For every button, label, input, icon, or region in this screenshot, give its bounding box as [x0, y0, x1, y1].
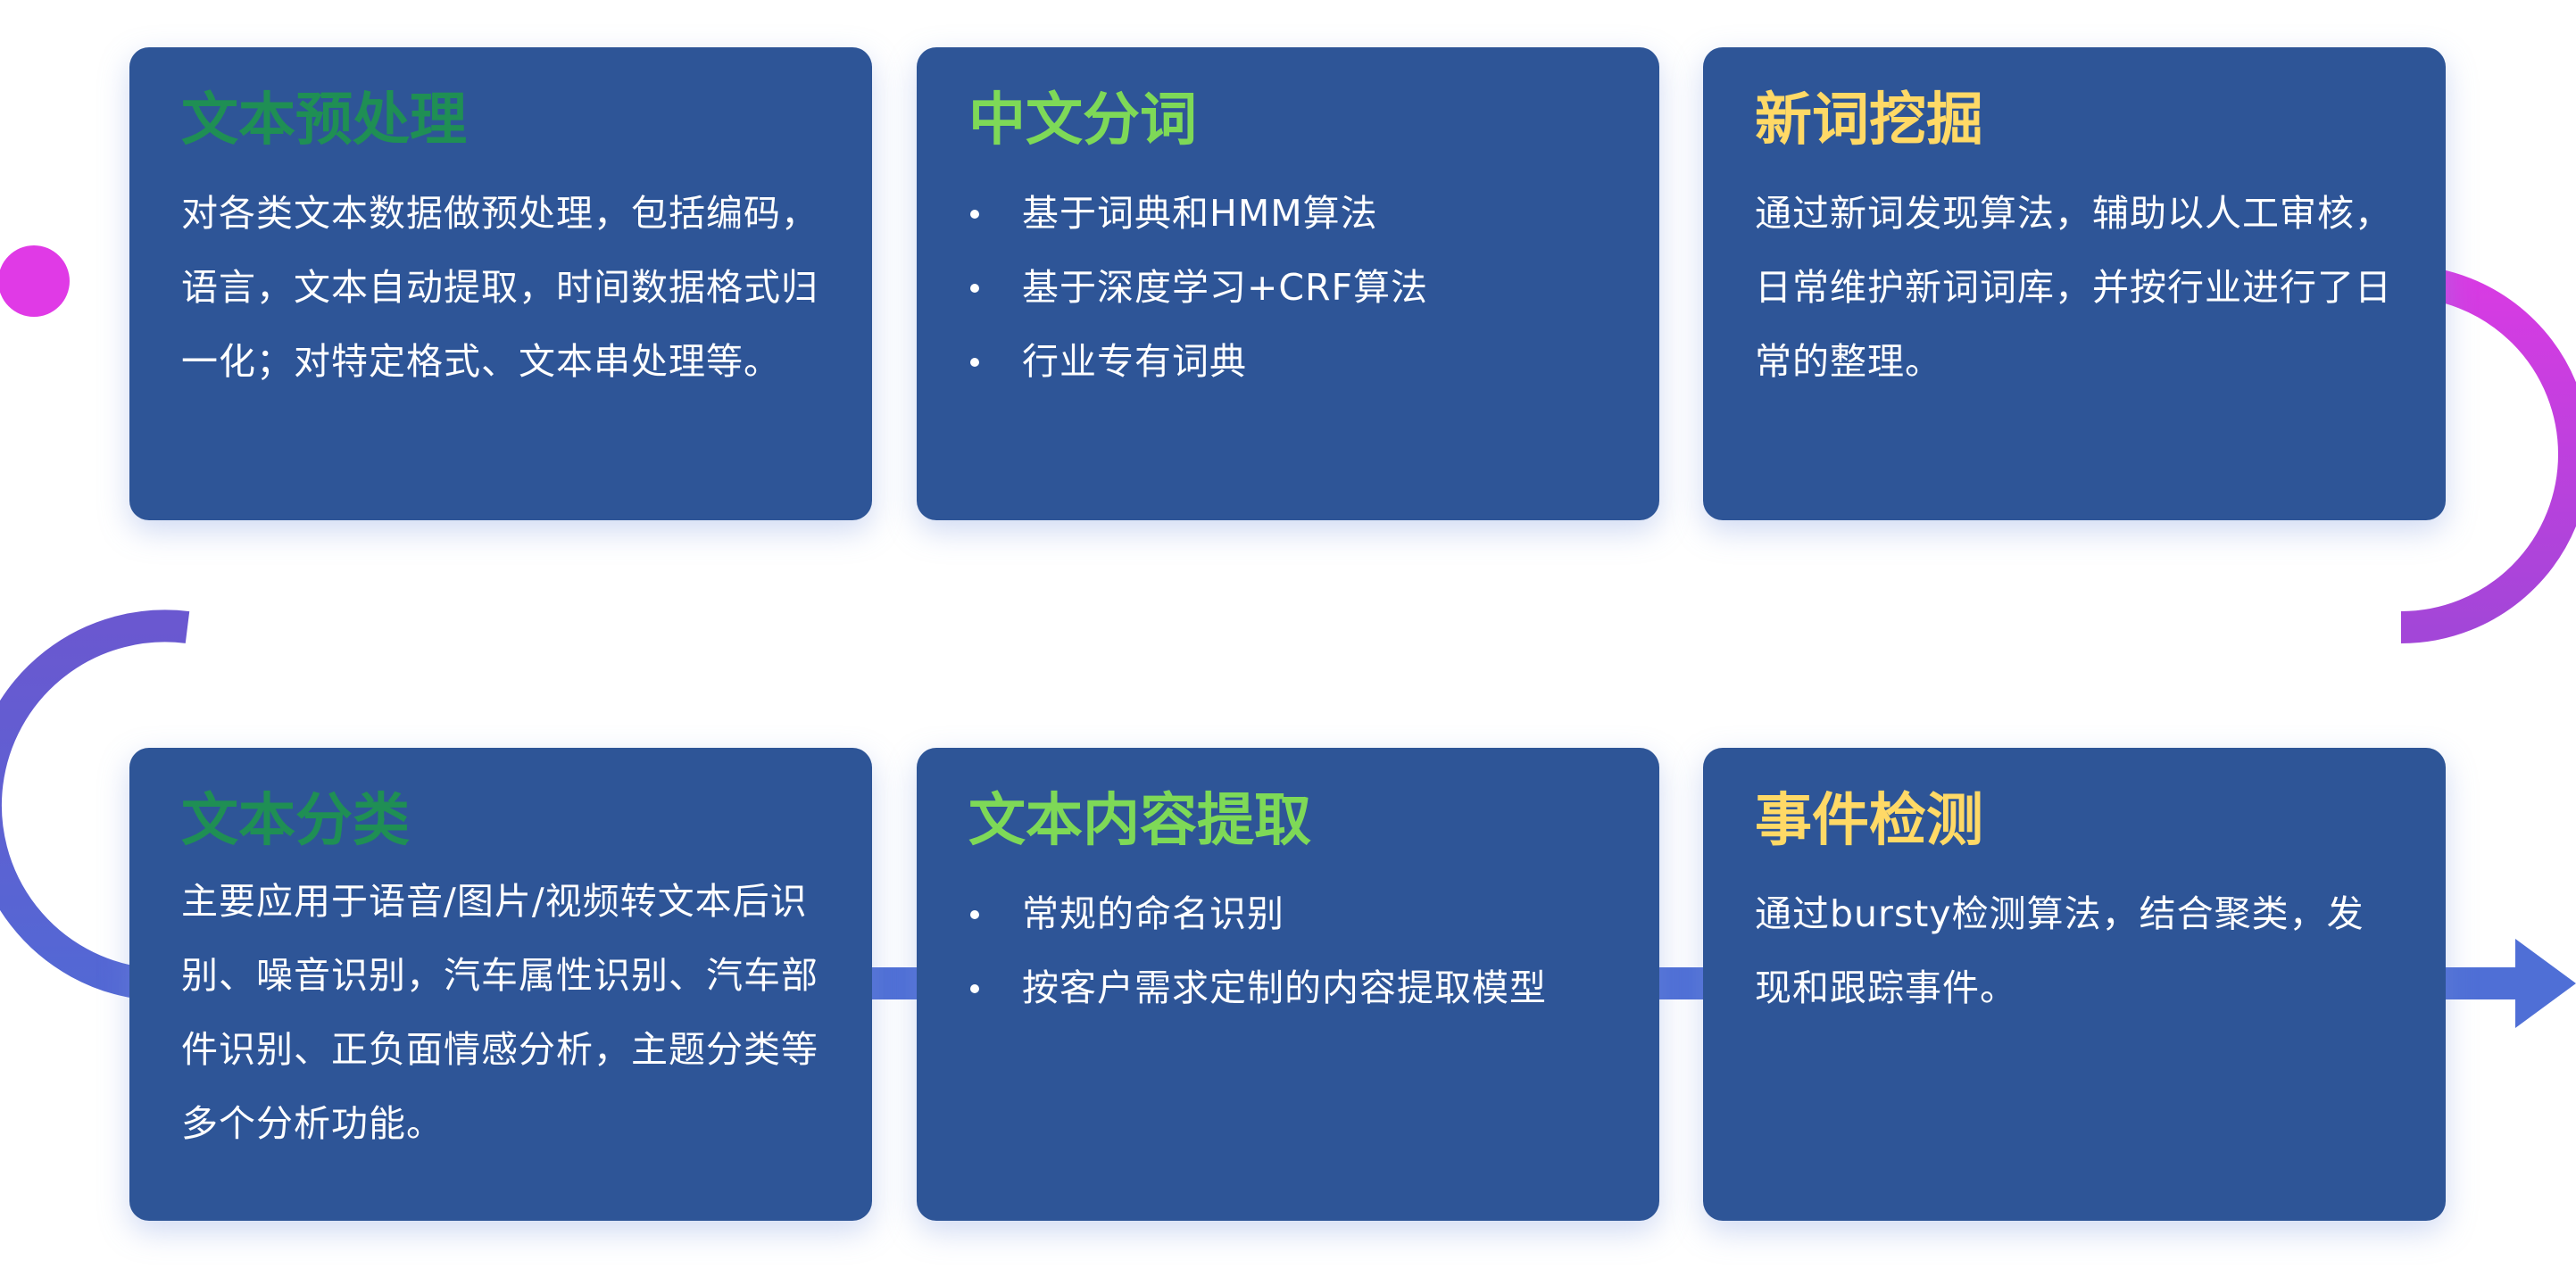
- step-description: 主要应用于语音/图片/视频转文本后识别、噪音识别，汽车属性识别、汽车部件识别、正…: [181, 879, 819, 1145]
- step-description: 通过新词发现算法，辅助以人工审核，日常维护新词词库，并按行业进行了日常的整理。: [1755, 191, 2392, 383]
- step-description: 通过bursty检测算法，结合聚类，发现和跟踪事件。: [1755, 891, 2364, 1009]
- step-title: 文本预处理: [181, 87, 467, 153]
- step-title: 文本内容提取: [968, 788, 1311, 854]
- step-card-text-classification: 文本分类 主要应用于语音/图片/视频转文本后识别、噪音识别，汽车属性识别、汽车部…: [129, 748, 872, 1221]
- step-title: 新词挖掘: [1755, 87, 1983, 153]
- bullet-item: 常规的命名识别: [968, 877, 1609, 951]
- path-segment-right-curve: [2400, 265, 2576, 643]
- step-title: 文本分类: [181, 788, 410, 854]
- step-title: 事件检测: [1755, 788, 1983, 854]
- step-card-chinese-segmentation: 中文分词 基于词典和HMM算法 基于深度学习+CRF算法 行业专有词典: [917, 47, 1659, 520]
- step-card-new-word-mining: 新词挖掘 通过新词发现算法，辅助以人工审核，日常维护新词词库，并按行业进行了日常…: [1703, 47, 2446, 520]
- bullet-item: 基于深度学习+CRF算法: [968, 251, 1609, 325]
- step-bullet-list: 基于词典和HMM算法 基于深度学习+CRF算法 行业专有词典: [968, 177, 1609, 399]
- bullet-item: 按客户需求定制的内容提取模型: [968, 951, 1609, 1025]
- step-card-event-detection: 事件检测 通过bursty检测算法，结合聚类，发现和跟踪事件。: [1703, 748, 2446, 1221]
- bullet-item: 基于词典和HMM算法: [968, 177, 1609, 251]
- step-description: 对各类文本数据做预处理，包括编码，语言，文本自动提取，时间数据格式归一化；对特定…: [181, 191, 819, 383]
- step-title: 中文分词: [968, 87, 1197, 153]
- path-segment-left-curve: [0, 609, 190, 999]
- bullet-item: 行业专有词典: [968, 325, 1609, 399]
- step-bullet-list: 常规的命名识别 按客户需求定制的内容提取模型: [968, 877, 1609, 1025]
- start-dot-icon: [0, 245, 70, 317]
- step-card-text-preprocessing: 文本预处理 对各类文本数据做预处理，包括编码，语言，文本自动提取，时间数据格式归…: [129, 47, 872, 520]
- arrow-head-icon: [2515, 939, 2576, 1028]
- step-card-content-extraction: 文本内容提取 常规的命名识别 按客户需求定制的内容提取模型: [917, 748, 1659, 1221]
